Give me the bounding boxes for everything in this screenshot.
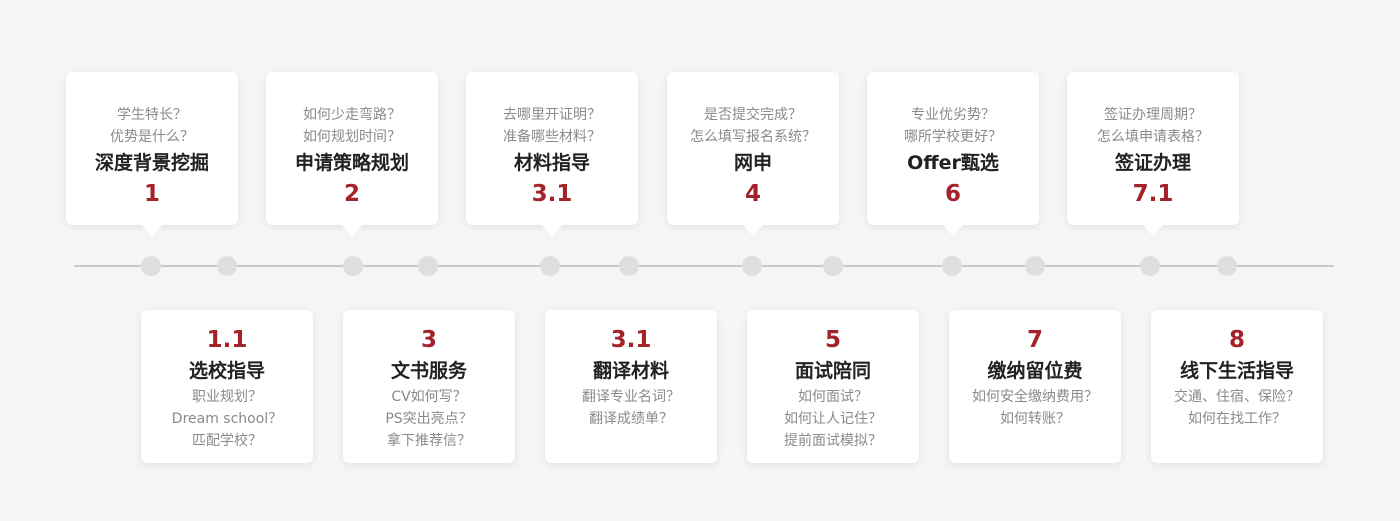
step-question: 交通、住宿、保险？ <box>1174 389 1300 405</box>
timeline-dot <box>1025 256 1045 276</box>
timeline-dot <box>1140 256 1160 276</box>
timeline-dot <box>540 256 560 276</box>
step-number: 8 <box>1228 327 1245 353</box>
step-question: 如何面试？ <box>798 389 868 405</box>
step-title: 文书服务 <box>390 360 467 382</box>
step-question: 是否提交完成？ <box>704 107 802 123</box>
timeline-dot <box>942 256 962 276</box>
step-card-4: 是否提交完成？ 怎么填写报名系统？ 网申 4 <box>667 72 839 236</box>
timeline-dot <box>823 256 843 276</box>
step-question: CV如何写？ <box>391 389 467 405</box>
step-card-3-1-material: 去哪里开证明？ 准备哪些材料？ 材料指导 3.1 <box>466 72 638 236</box>
step-number: 7 <box>1026 327 1043 353</box>
step-title: 材料指导 <box>513 152 590 174</box>
step-card-1: 学生特长？ 优势是什么？ 深度背景挖掘 1 <box>66 72 238 236</box>
step-question: 怎么填申请表格？ <box>1097 129 1209 145</box>
step-question: 如何转账？ <box>1000 411 1070 427</box>
timeline-dot <box>141 256 161 276</box>
step-title: 深度背景挖掘 <box>94 152 209 174</box>
timeline-dot <box>742 256 762 276</box>
step-question: 如何安全缴纳费用？ <box>972 389 1098 405</box>
step-question: 去哪里开证明？ <box>503 107 601 123</box>
step-card-6: 专业优劣势？ 哪所学校更好？ Offer甄选 6 <box>867 72 1039 236</box>
step-card-1-1: 1.1 选校指导 职业规划？ Dream school？ 匹配学校？ <box>141 310 313 463</box>
step-question: 学生特长？ <box>117 107 187 123</box>
step-question: 如何让人记住？ <box>784 411 882 427</box>
timeline-dot <box>217 256 237 276</box>
step-title: 网申 <box>733 152 772 174</box>
step-question: 专业优劣势？ <box>911 107 995 123</box>
step-title: 翻译材料 <box>592 360 669 382</box>
step-card-3-1-translation: 3.1 翻译材料 翻译专业名词？ 翻译成绩单？ <box>545 310 717 463</box>
step-question: 拿下推荐信？ <box>387 433 471 449</box>
step-title: 线下生活指导 <box>1179 360 1294 382</box>
step-card-5: 5 面试陪同 如何面试？ 如何让人记住？ 提前面试模拟？ <box>747 310 919 463</box>
timeline-dot <box>1217 256 1237 276</box>
step-question: PS突出亮点？ <box>385 411 473 427</box>
step-card-7: 7 缴纳留位费 如何安全缴纳费用？ 如何转账？ <box>949 310 1121 463</box>
step-question: 签证办理周期？ <box>1104 107 1202 123</box>
step-question: 如何在找工作？ <box>1188 411 1286 427</box>
step-card-8: 8 线下生活指导 交通、住宿、保险？ 如何在找工作？ <box>1151 310 1323 463</box>
step-card-7-1: 签证办理周期？ 怎么填申请表格？ 签证办理 7.1 <box>1067 72 1239 236</box>
step-question: 怎么填写报名系统？ <box>690 129 816 145</box>
step-title: 选校指导 <box>188 360 265 382</box>
step-question: 准备哪些材料？ <box>503 129 601 145</box>
step-title: 申请策略规划 <box>294 152 409 174</box>
step-card-2: 如何少走弯路？ 如何规划时间？ 申请策略规划 2 <box>266 72 438 236</box>
step-number: 2 <box>343 181 360 207</box>
timeline-line <box>74 265 1334 267</box>
timeline-dot <box>343 256 363 276</box>
step-question: Dream school？ <box>171 411 283 427</box>
step-number: 3.1 <box>531 181 573 207</box>
step-question: 哪所学校更好？ <box>904 129 1002 145</box>
step-question: 提前面试模拟？ <box>784 433 882 449</box>
step-title: 面试陪同 <box>794 360 871 382</box>
step-number: 5 <box>824 327 841 353</box>
step-number: 6 <box>944 181 961 207</box>
step-question: 翻译成绩单？ <box>589 411 673 427</box>
step-title: Offer甄选 <box>907 152 999 174</box>
step-number: 3 <box>420 327 437 353</box>
timeline-dot <box>418 256 438 276</box>
step-number: 1 <box>143 181 160 207</box>
step-number: 3.1 <box>610 327 652 353</box>
step-title: 签证办理 <box>1114 152 1191 174</box>
step-question: 匹配学校？ <box>192 433 262 449</box>
step-card-3: 3 文书服务 CV如何写？ PS突出亮点？ 拿下推荐信？ <box>343 310 515 463</box>
step-question: 优势是什么？ <box>110 129 194 145</box>
step-question: 翻译专业名词？ <box>582 389 680 405</box>
step-number: 1.1 <box>206 327 248 353</box>
timeline-dot <box>619 256 639 276</box>
step-question: 如何规划时间？ <box>303 129 401 145</box>
step-question: 如何少走弯路？ <box>303 107 401 123</box>
step-number: 4 <box>744 181 761 207</box>
step-number: 7.1 <box>1132 181 1174 207</box>
step-question: 职业规划？ <box>192 389 262 405</box>
step-title: 缴纳留位费 <box>987 360 1083 382</box>
